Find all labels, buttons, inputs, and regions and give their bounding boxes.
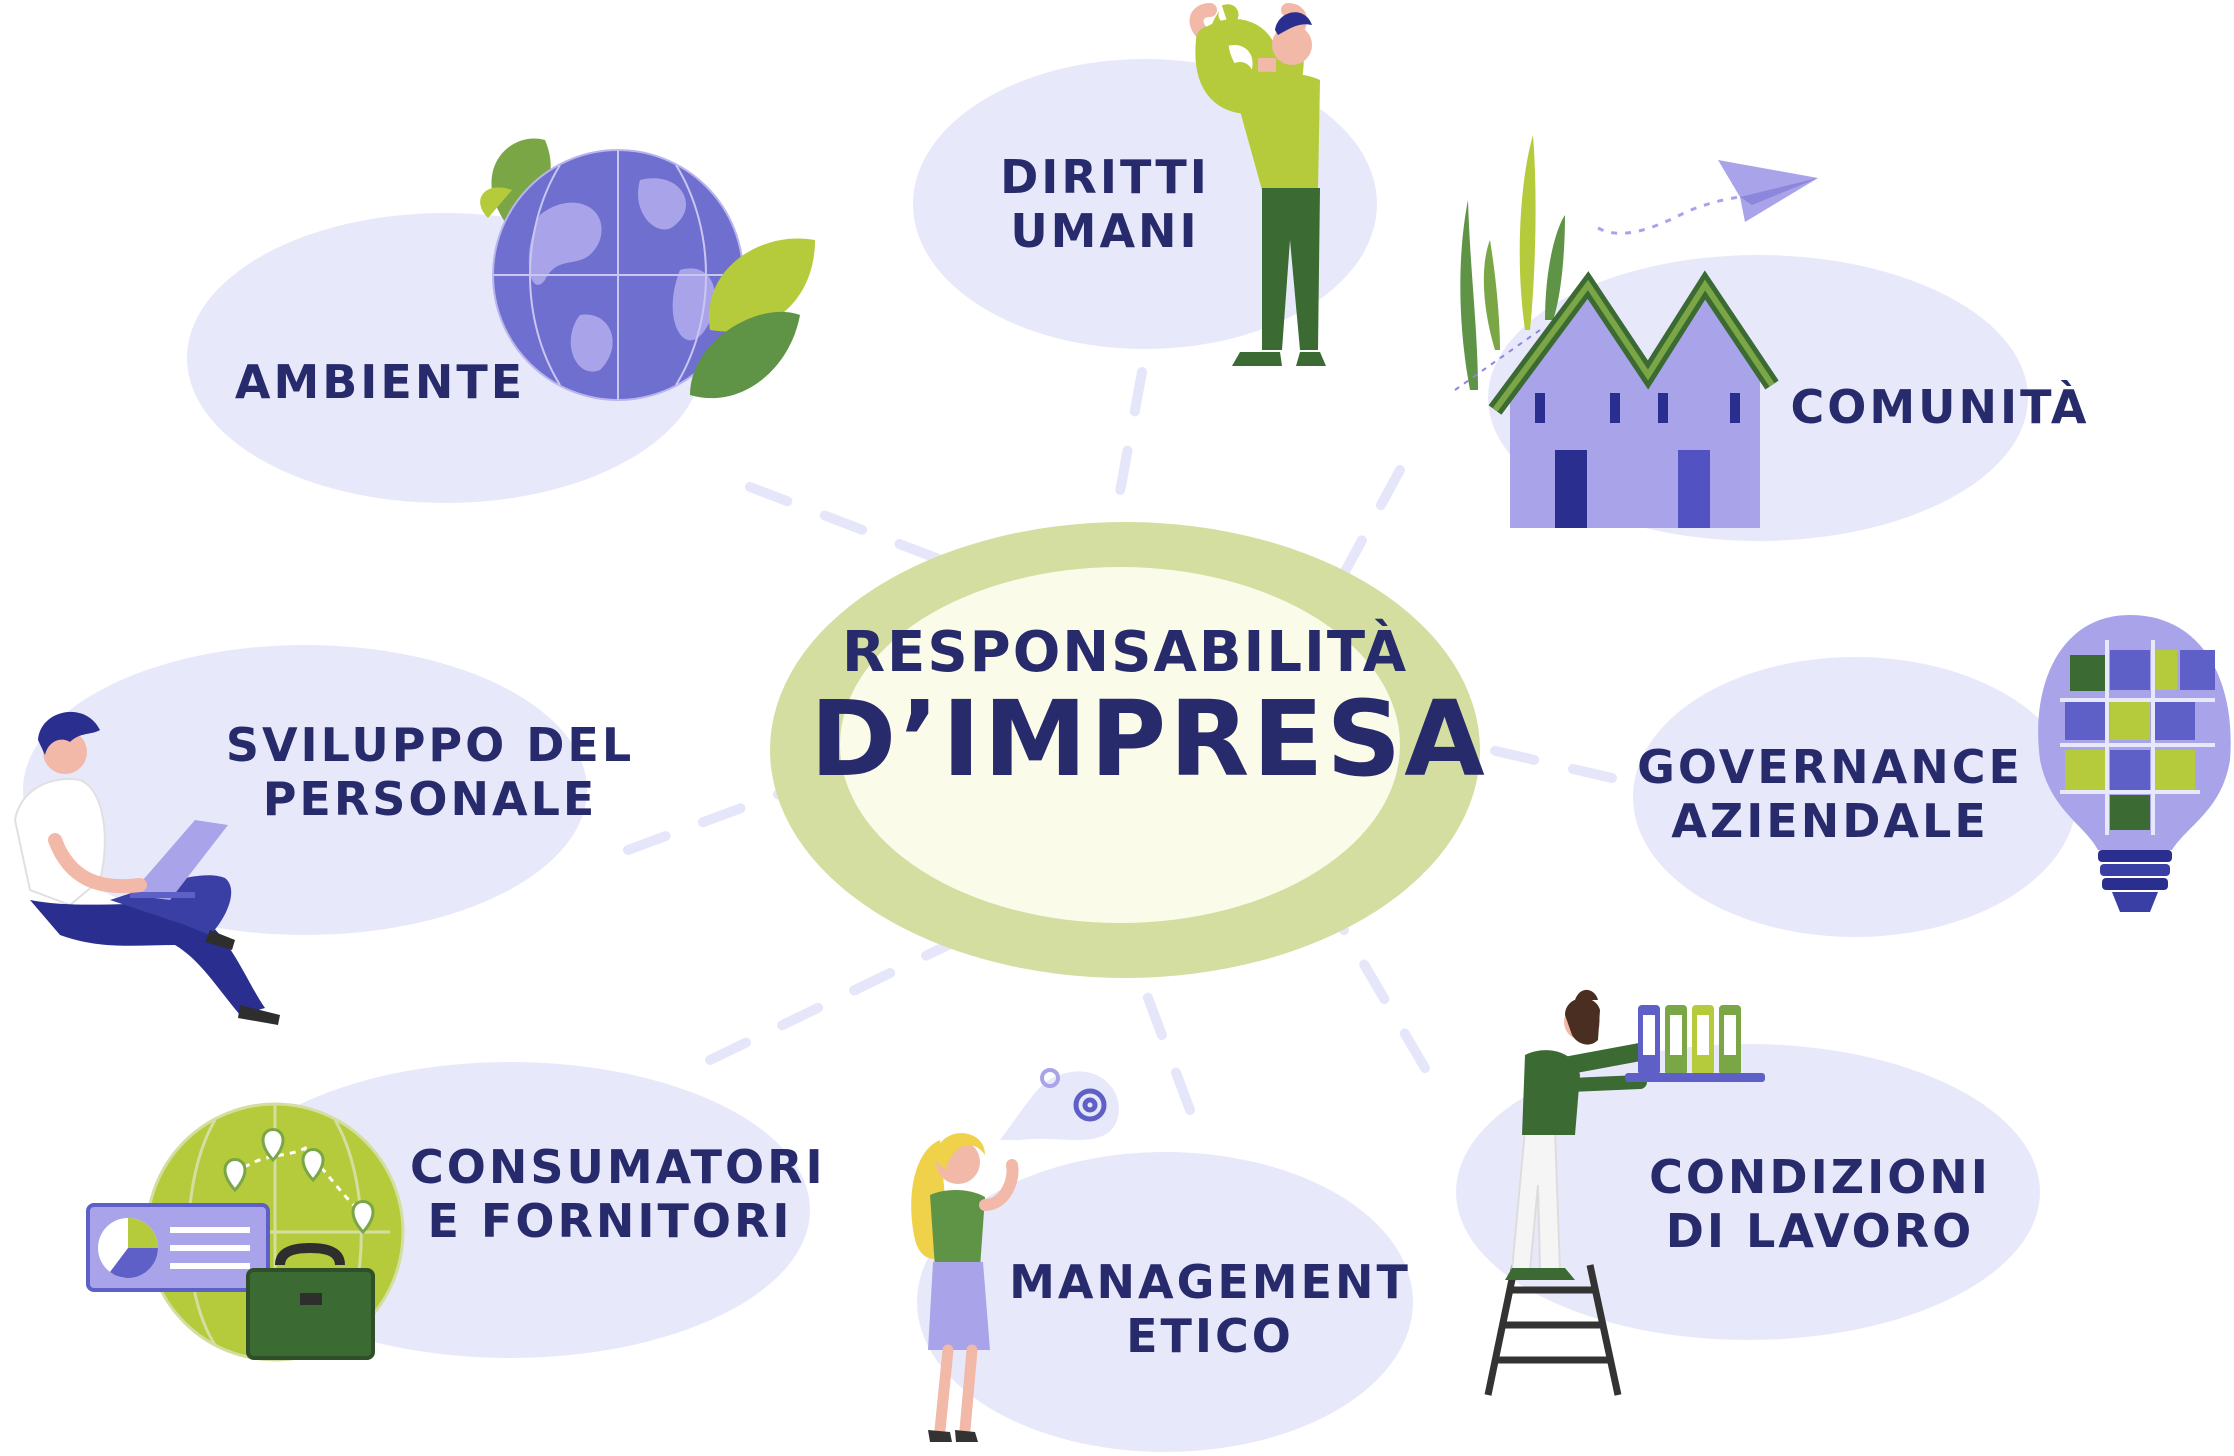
person-laptop-icon xyxy=(13,711,280,1025)
connector-diritti xyxy=(1107,367,1147,540)
label-condizioni-line1: CONDIZIONI xyxy=(1649,1150,1991,1204)
label-condizioni-line2: DI LAVORO xyxy=(1665,1204,1975,1259)
label-diritti-line2: UMANI xyxy=(1010,204,1200,259)
label-governance: GOVERNANCE AZIENDALE xyxy=(1630,740,2030,849)
label-ambiente-line1: AMBIENTE xyxy=(234,355,526,409)
center-title-line1: RESPONSABILITÀ xyxy=(841,620,1409,685)
label-diritti-umani: DIRITTI UMANI xyxy=(990,150,1220,259)
label-consumatori-line1: CONSUMATORI xyxy=(410,1140,826,1194)
label-management-line2: ETICO xyxy=(1126,1309,1294,1364)
label-comunita-line1: COMUNITÀ xyxy=(1790,380,2090,434)
label-consumatori-line2: E FORNITORI xyxy=(427,1194,793,1249)
bubbles xyxy=(23,59,2077,1452)
lightbulb-puzzle-icon xyxy=(2038,615,2231,912)
label-diritti-line1: DIRITTI xyxy=(1000,150,1210,204)
label-consumatori: CONSUMATORI E FORNITORI xyxy=(410,1140,826,1249)
globe-icon xyxy=(480,138,815,401)
label-comunita: COMUNITÀ xyxy=(1790,380,2090,434)
connector-comunita xyxy=(1330,465,1405,595)
center-node xyxy=(770,522,1480,978)
center-fill xyxy=(840,567,1400,923)
briefcase-map-icon xyxy=(86,1102,405,1362)
label-sviluppo-line2: PERSONALE xyxy=(262,772,598,827)
label-ambiente: AMBIENTE xyxy=(230,355,530,409)
woman-gears-icon xyxy=(911,1068,1119,1442)
label-management-line1: MANAGEMENT xyxy=(1009,1255,1411,1309)
label-sviluppo: SVILUPPO DEL PERSONALE xyxy=(225,718,635,827)
houses-icon xyxy=(1454,135,1818,528)
connector-management xyxy=(1125,945,1195,1115)
person-flexing-icon xyxy=(1189,3,1326,366)
connector-sviluppo xyxy=(623,785,795,855)
center-title-line2: D’IMPRESA xyxy=(810,678,1488,800)
label-governance-line1: GOVERNANCE xyxy=(1637,740,2023,794)
bubble-management xyxy=(917,1152,1413,1452)
bubble-governance xyxy=(1633,657,2077,937)
label-governance-line2: AZIENDALE xyxy=(1671,794,1989,849)
connector-governance xyxy=(1465,740,1617,783)
label-condizioni: CONDIZIONI DI LAVORO xyxy=(1620,1150,2020,1259)
bubble-condizioni xyxy=(1456,1044,2040,1340)
label-management: MANAGEMENT ETICO xyxy=(1000,1255,1420,1364)
person-ladder-binders-icon xyxy=(1484,989,1765,1396)
center-title: RESPONSABILITÀ D’IMPRESA xyxy=(810,620,1488,800)
label-sviluppo-line1: SVILUPPO DEL xyxy=(225,718,635,772)
connector-condizioni xyxy=(1330,910,1430,1073)
